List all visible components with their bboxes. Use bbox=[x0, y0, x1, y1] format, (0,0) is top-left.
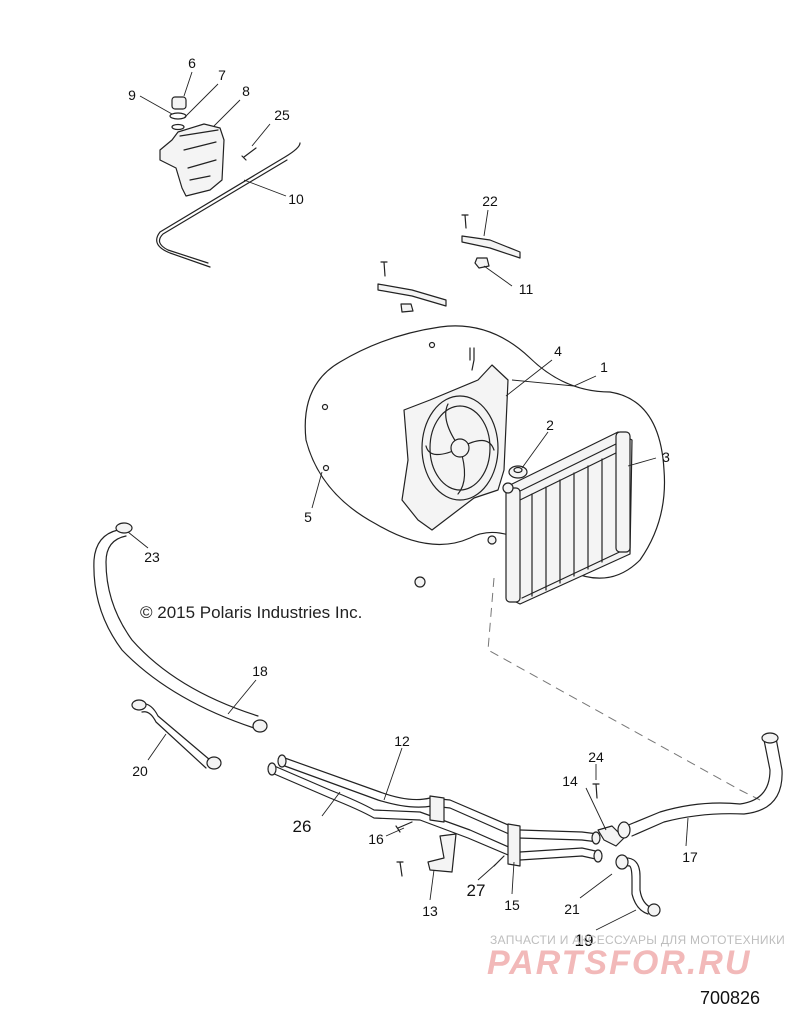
callout-16: 16 bbox=[368, 831, 384, 847]
fan-rotor bbox=[421, 395, 499, 501]
callout-9: 9 bbox=[128, 87, 136, 103]
callout-19: 19 bbox=[575, 931, 594, 950]
radiator-hose-upper bbox=[93, 522, 268, 733]
callout-26: 26 bbox=[293, 817, 312, 836]
callout-25: 25 bbox=[274, 107, 290, 123]
diagram-id: 700826 bbox=[700, 988, 761, 1008]
callout-18: 18 bbox=[252, 663, 268, 679]
cap-gasket bbox=[171, 123, 185, 131]
callout-22: 22 bbox=[482, 193, 498, 209]
coolant-reservoir-bottle bbox=[159, 123, 225, 197]
callout-27: 27 bbox=[467, 881, 486, 900]
callout-1: 1 bbox=[600, 359, 608, 375]
radiator-hose-17 bbox=[617, 732, 783, 839]
callout-2: 2 bbox=[546, 417, 554, 433]
callout-labels: 6 7 8 9 25 10 22 11 1 4 2 3 5 23 18 20 1… bbox=[128, 55, 698, 950]
watermark-tagline: ЗАПЧАСТИ И АКСЕССУАРЫ ДЛЯ МОТОТЕХНИКИ bbox=[490, 933, 786, 947]
hose-clamp-21 bbox=[615, 854, 629, 870]
callout-11: 11 bbox=[519, 281, 534, 297]
hose-18 bbox=[93, 529, 255, 729]
callout-8: 8 bbox=[242, 83, 250, 99]
callout-23: 23 bbox=[144, 549, 160, 565]
hose-clamp-23 bbox=[115, 522, 133, 534]
callout-6: 6 bbox=[188, 55, 196, 71]
screw-24 bbox=[592, 783, 600, 799]
callout-20: 20 bbox=[132, 763, 148, 779]
callout-13: 13 bbox=[422, 903, 438, 919]
radiator-hose-19 bbox=[615, 854, 661, 917]
callout-21: 21 bbox=[564, 901, 580, 917]
callout-3: 3 bbox=[662, 449, 670, 465]
callout-12: 12 bbox=[394, 733, 410, 749]
tube-clamp-15 bbox=[507, 823, 521, 867]
radiator-hose-20 bbox=[131, 699, 222, 770]
radiator-fan-assembly bbox=[304, 325, 666, 605]
radiator-bracket-upper bbox=[461, 214, 521, 269]
overflow-hose bbox=[156, 142, 301, 268]
coolant-reservoir-assembly bbox=[156, 96, 301, 268]
callout-15: 15 bbox=[504, 897, 520, 913]
callout-10: 10 bbox=[288, 191, 304, 207]
callout-5: 5 bbox=[304, 509, 312, 525]
dashed-connection-line bbox=[487, 577, 761, 801]
reservoir-cap bbox=[171, 96, 187, 110]
bracket-nut-11 bbox=[474, 257, 490, 269]
coolant-tube-assembly bbox=[267, 754, 625, 877]
callout-24: 24 bbox=[588, 749, 604, 765]
callout-4: 4 bbox=[554, 343, 562, 359]
radiator-core bbox=[507, 431, 633, 605]
watermark-brand: PARTSFOR.RU bbox=[487, 944, 752, 982]
reservoir-screw bbox=[241, 147, 257, 161]
radiator-bracket-lower bbox=[377, 261, 447, 313]
copyright-notice: © 2015 Polaris Industries Inc. bbox=[140, 603, 363, 622]
coolant-tube-26 bbox=[271, 764, 601, 853]
bracket-screw-22 bbox=[461, 214, 469, 229]
callout-17: 17 bbox=[682, 849, 698, 865]
hose-clamp-17 bbox=[617, 821, 631, 839]
screw-16 bbox=[395, 821, 413, 833]
callout-14: 14 bbox=[562, 773, 578, 789]
cap-o-ring bbox=[169, 112, 187, 120]
callout-7: 7 bbox=[218, 67, 226, 83]
leader-lines bbox=[127, 71, 689, 931]
coolant-tube-12 bbox=[281, 756, 599, 835]
tube-bracket-13 bbox=[427, 833, 457, 873]
bracket-14 bbox=[597, 825, 625, 847]
